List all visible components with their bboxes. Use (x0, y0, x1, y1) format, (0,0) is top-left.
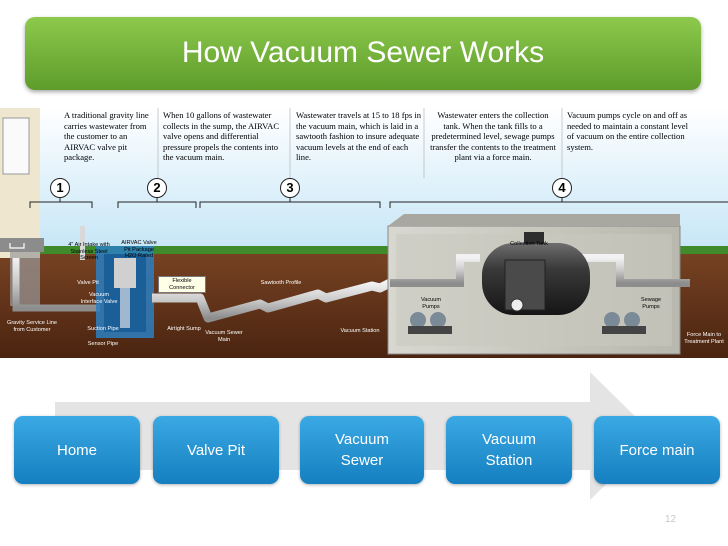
title-bar: How Vacuum Sewer Works (25, 17, 701, 90)
label-suction-pipe: Suction Pipe (87, 326, 119, 332)
label-force-main: Force Main to Treatment Plant (684, 332, 724, 345)
flow-step-force-main-label: Force main (619, 441, 695, 459)
label-sensor-pipe: Sensor Pipe (87, 341, 119, 347)
label-airtight-sump: Airtight Sump (167, 326, 201, 332)
flow-step-vacuum-station-line2: Station (485, 452, 533, 469)
label-collection-tank: Collection Tank (510, 241, 548, 247)
flow-step-vacuum-station-line1: Vacuum (482, 431, 536, 448)
flow-step-vacuum-sewer-line2: Sewer (340, 452, 384, 469)
step-number-2: 2 (147, 178, 167, 198)
label-vacuum-pumps: Vacuum Pumps (420, 297, 442, 310)
flow-step-vacuum-station: Vacuum Station (446, 416, 572, 484)
label-valve-pit: Valve Pit (77, 280, 99, 286)
flow-step-home-label: Home (56, 441, 97, 459)
step-number-4: 4 (552, 178, 572, 198)
label-vacuum-sewer-main: Vacuum Sewer Main (205, 330, 243, 343)
flow-step-force-main: Force main (594, 416, 720, 484)
label-gravity-line: Gravity Service Line from Customer (6, 320, 58, 333)
label-interface-valve: Vacuum Interface Valve (80, 292, 118, 305)
flow-step-vacuum-sewer-line1: Vacuum (335, 431, 389, 448)
label-vacuum-station: Vacuum Station (340, 328, 380, 334)
flow-step-valve-pit-label: Valve Pit (186, 441, 246, 459)
description-1: A traditional gravity line carries waste… (64, 110, 149, 163)
label-sawtooth-profile: Sawtooth Profile (260, 280, 302, 286)
slide-title: How Vacuum Sewer Works (181, 36, 545, 69)
label-valve-package: AIRVAC Valve Pit Package H2O Rated (121, 240, 157, 260)
description-5: Vacuum pumps cycle on and off as needed … (567, 110, 688, 152)
step-number-3: 3 (280, 178, 300, 198)
description-3: Wastewater travels at 15 to 18 fps in th… (296, 110, 422, 163)
illustration-graphic (0, 108, 728, 358)
page-number: 12 (665, 514, 677, 525)
flow-step-valve-pit: Valve Pit (153, 416, 279, 484)
step-number-1: 1 (50, 178, 70, 198)
flow-step-vacuum-sewer: Vacuum Sewer (300, 416, 424, 484)
description-4: Wastewater enters the collection tank. W… (430, 110, 556, 163)
label-flexible-connector: Flexible Connector (158, 276, 206, 294)
label-air-intake: 4" Air Intake with Stainless Steel Scree… (68, 242, 110, 262)
description-2: When 10 gallons of wastewater collects i… (163, 110, 280, 163)
flow-step-home: Home (14, 416, 140, 484)
label-sewage-pumps: Sewage Pumps (640, 297, 662, 310)
vacuum-sewer-illustration: A traditional gravity line carries waste… (0, 108, 728, 358)
